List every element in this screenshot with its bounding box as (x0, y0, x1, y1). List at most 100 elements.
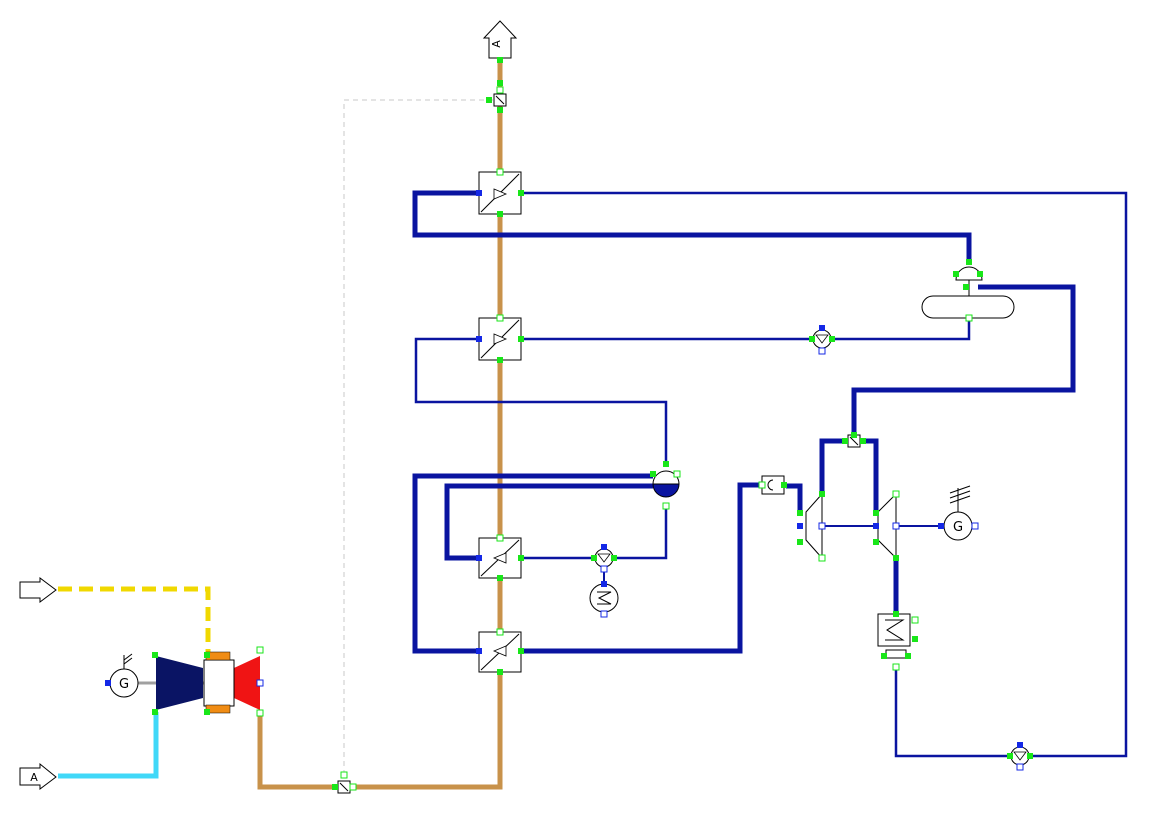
port[interactable] (497, 357, 503, 363)
port[interactable] (818, 522, 826, 530)
port[interactable] (486, 97, 492, 103)
steam-drum[interactable] (921, 259, 1015, 322)
condensate-pipe[interactable] (894, 668, 1010, 758)
flue-gas-junction[interactable] (332, 771, 357, 794)
port[interactable] (256, 709, 264, 717)
port[interactable] (809, 336, 815, 342)
port[interactable] (518, 648, 524, 654)
flue-gas-pipe-gt-to-mixer[interactable] (257, 672, 503, 790)
port[interactable] (912, 636, 918, 642)
hrsg-hx-1[interactable] (476, 168, 524, 217)
port[interactable] (340, 771, 348, 779)
port[interactable] (893, 555, 899, 561)
water-pipe-deaerator-to-circ-pump[interactable] (614, 507, 668, 560)
port[interactable] (256, 679, 264, 687)
fuel-source[interactable] (19, 577, 57, 603)
port[interactable] (332, 784, 338, 790)
water-pipe-deaerator-to-hx3[interactable] (444, 483, 653, 561)
port[interactable] (842, 438, 848, 444)
hrsg-hx-4[interactable] (476, 628, 524, 675)
port[interactable] (781, 482, 787, 488)
port[interactable] (497, 575, 503, 581)
port[interactable] (496, 628, 504, 636)
port[interactable] (591, 555, 597, 561)
port[interactable] (965, 314, 973, 322)
port[interactable] (873, 539, 879, 545)
water-pipe-drum-to-pump[interactable] (832, 318, 971, 341)
port[interactable] (256, 646, 264, 654)
feed-pump-1[interactable] (809, 325, 835, 355)
port[interactable] (497, 80, 503, 86)
steam-splitter[interactable] (842, 432, 866, 448)
steam-pipe-hx1-to-drum[interactable] (412, 190, 972, 262)
port[interactable] (497, 107, 503, 113)
port[interactable] (1016, 763, 1024, 771)
port[interactable] (860, 438, 866, 444)
port[interactable] (1027, 753, 1033, 759)
st-generator[interactable]: G (938, 485, 979, 541)
port[interactable] (673, 470, 681, 478)
steam-pipe-hp-inlet[interactable] (786, 483, 803, 513)
steam-turbine-lp[interactable] (873, 490, 900, 561)
port[interactable] (938, 523, 944, 529)
port[interactable] (476, 336, 482, 342)
fuel-pipe[interactable] (58, 586, 211, 652)
air-pipe[interactable] (58, 712, 159, 779)
port[interactable] (600, 565, 608, 573)
port[interactable] (758, 481, 766, 489)
hrsg-hx-3[interactable] (476, 534, 524, 581)
stack-outlet[interactable]: A (482, 20, 518, 59)
water-pipe-hx2-to-deaerator[interactable] (414, 337, 668, 464)
condenser[interactable] (877, 611, 919, 671)
pump-motor[interactable] (589, 581, 619, 618)
port[interactable] (893, 611, 899, 617)
port[interactable] (963, 284, 969, 290)
port[interactable] (650, 471, 656, 477)
port[interactable] (496, 86, 504, 94)
port[interactable] (204, 709, 210, 715)
port[interactable] (204, 652, 210, 658)
port[interactable] (892, 490, 900, 498)
port[interactable] (818, 347, 826, 355)
port[interactable] (518, 555, 524, 561)
port[interactable] (611, 555, 617, 561)
air-source[interactable]: A (19, 762, 57, 790)
steam-pipe-hx4-to-valve[interactable] (521, 482, 762, 654)
steam-turbine-hp[interactable] (797, 491, 826, 562)
port[interactable] (911, 616, 919, 624)
port[interactable] (476, 190, 482, 196)
circulation-pump[interactable] (591, 544, 617, 573)
port[interactable] (476, 555, 482, 561)
port[interactable] (496, 168, 504, 176)
port[interactable] (601, 544, 607, 550)
gt-generator[interactable]: G (105, 653, 139, 698)
port[interactable] (905, 653, 911, 659)
port[interactable] (797, 539, 803, 545)
port[interactable] (818, 554, 826, 562)
port[interactable] (663, 461, 669, 467)
steam-valve[interactable] (758, 475, 787, 495)
port[interactable] (873, 523, 879, 529)
port[interactable] (497, 211, 503, 217)
port[interactable] (476, 648, 482, 654)
port[interactable] (966, 259, 972, 265)
port[interactable] (518, 190, 524, 196)
hrsg-hx-2[interactable] (476, 314, 524, 363)
port[interactable] (152, 709, 158, 715)
port[interactable] (851, 432, 857, 438)
port[interactable] (497, 669, 503, 675)
port[interactable] (152, 652, 158, 658)
port[interactable] (496, 534, 504, 542)
port[interactable] (797, 523, 803, 529)
port[interactable] (892, 663, 900, 671)
port[interactable] (600, 610, 608, 618)
feed-pump-2[interactable] (1007, 742, 1033, 771)
port[interactable] (881, 653, 887, 659)
port[interactable] (873, 510, 879, 516)
port[interactable] (819, 325, 825, 331)
steam-pipe-split-right[interactable] (862, 438, 879, 513)
port[interactable] (349, 783, 357, 791)
stack-sensor[interactable] (486, 57, 507, 113)
port[interactable] (829, 336, 835, 342)
port[interactable] (601, 581, 607, 587)
